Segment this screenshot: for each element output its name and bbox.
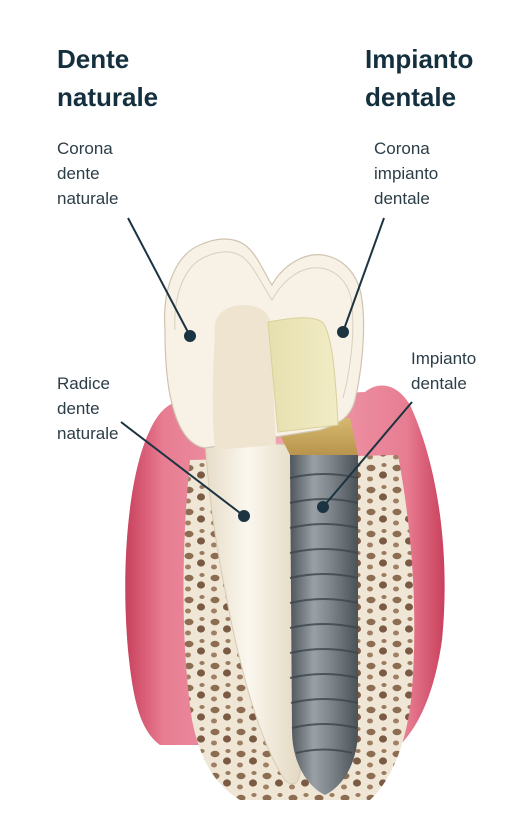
heading-natural-tooth-line-2: naturale [57, 82, 159, 112]
label-crown-natural-line-3: naturale [57, 189, 119, 208]
leader-dot-crown-implant [337, 326, 349, 338]
label-crown-natural-line-1: Corona [57, 139, 113, 158]
heading-dental-implant-line-1: Impianto [365, 44, 474, 74]
heading-dental-implant-line-2: dentale [365, 82, 457, 112]
leader-dot-implant [317, 501, 329, 513]
heading-natural-tooth-line-1: Dente [57, 44, 130, 74]
label-crown-implant-line-1: Corona [374, 139, 430, 158]
heading-dental-implant: Impianto dentale [365, 40, 473, 116]
label-crown-implant: Corona impianto dentale [374, 136, 438, 211]
leader-dot-crown-natural [184, 330, 196, 342]
heading-natural-tooth: Dente naturale [57, 40, 158, 116]
natural-dentin-core [212, 305, 276, 450]
leader-line-crown-implant [342, 217, 385, 333]
implant-threads [289, 473, 359, 754]
label-root-natural-tooth: Radice dente naturale [57, 371, 118, 446]
label-crown-natural-line-2: dente [57, 164, 100, 183]
leader-dot-root-natural [238, 510, 250, 522]
implant-abutment [267, 317, 339, 433]
label-crown-implant-line-2: impianto [374, 164, 439, 183]
label-crown-natural-tooth: Corona dente naturale [57, 136, 118, 211]
label-implant-line-2: dentale [411, 374, 467, 393]
leader-line-implant [322, 401, 413, 508]
label-implant-line-1: Impianto [411, 349, 477, 368]
leader-line-root-natural [120, 421, 245, 517]
leader-line-crown-natural [127, 217, 191, 337]
label-root-natural-line-1: Radice [57, 374, 110, 393]
leader-lines [120, 217, 413, 522]
label-root-natural-line-2: dente [57, 399, 100, 418]
label-root-natural-line-3: naturale [57, 424, 119, 443]
label-crown-implant-line-3: dentale [374, 189, 430, 208]
label-dental-implant: Impianto dentale [411, 346, 476, 396]
